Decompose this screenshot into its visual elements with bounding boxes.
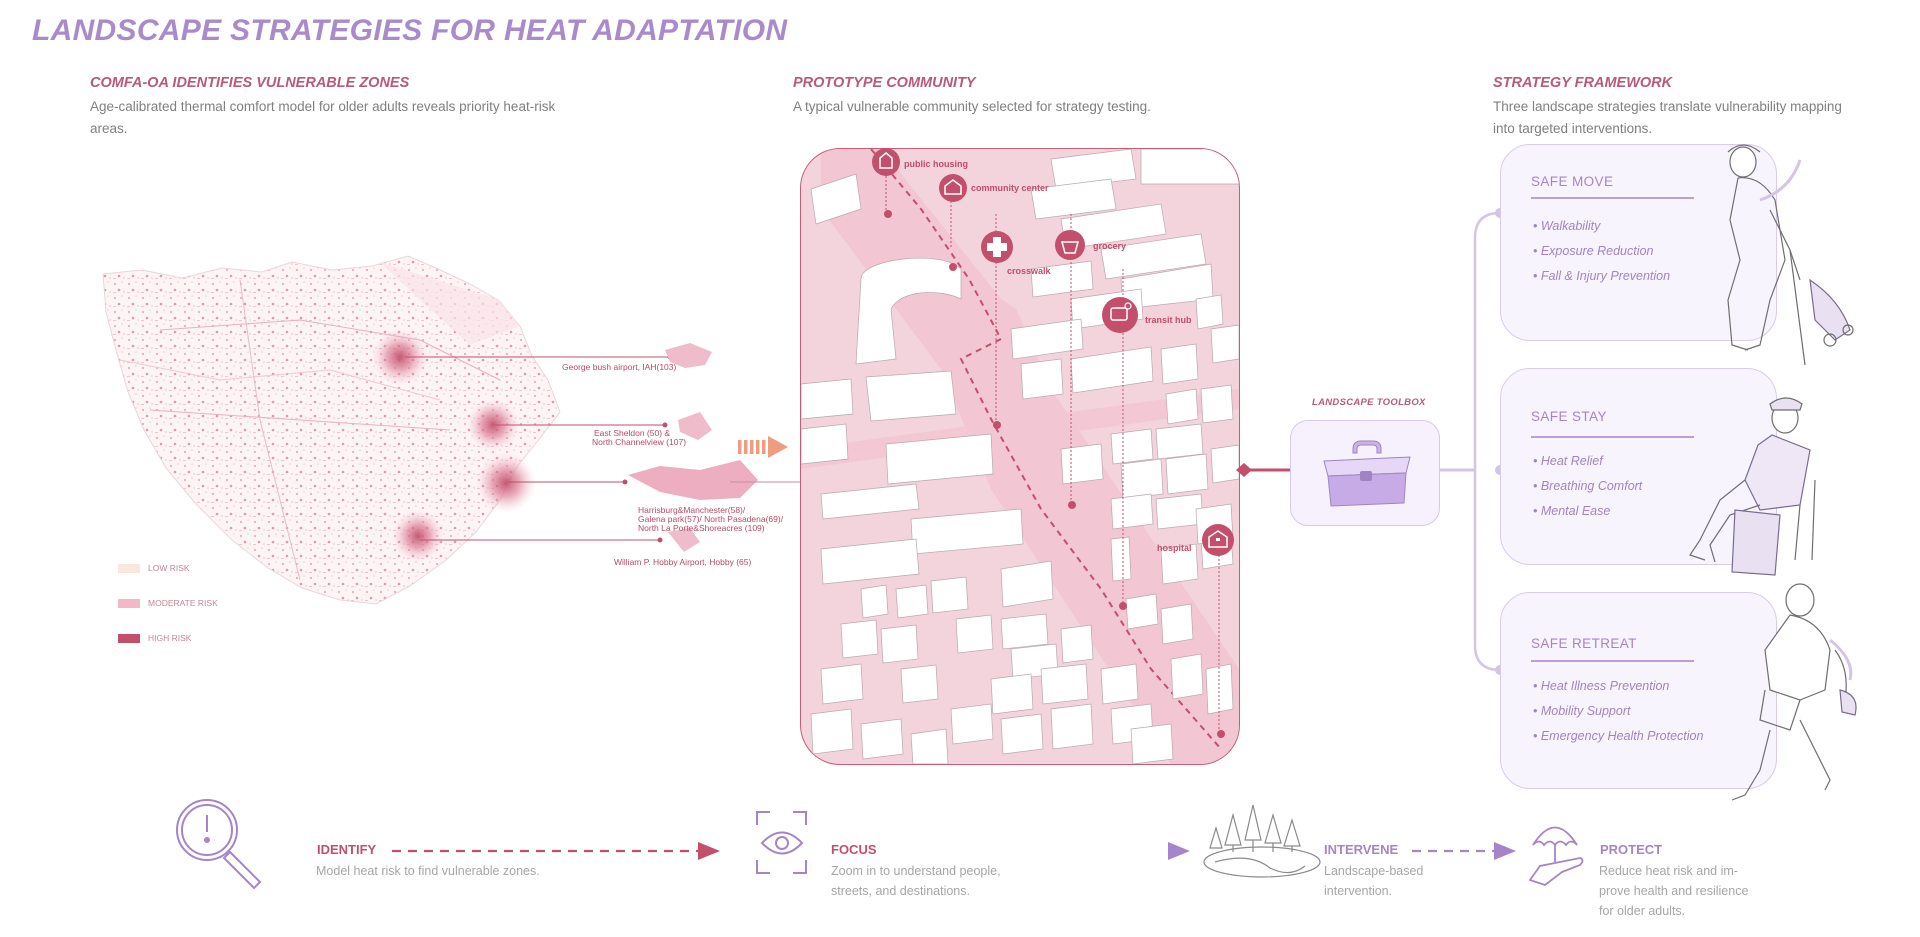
step-desc-intervene-line1: Landscape-based [1324,864,1424,878]
step-desc-identify: Model heat risk to find vulnerable zones… [316,864,540,878]
zone-label-harrisburg-line1: Harrisburg&Manchester(58)/ [638,505,746,515]
poi-label-hospital: hospital [1157,543,1192,553]
prototype-section-title: PROTOTYPE COMMUNITY [793,75,976,91]
community-street-diagram [801,149,1239,764]
landscape-toolbox-card [1290,420,1440,526]
prototype-section-desc: A typical vulnerable community selected … [793,99,1151,114]
walking-elder-with-cart-icon [1727,144,1854,366]
flow-arrow-icon [738,436,788,458]
framework-section-desc-line1: Three landscape strategies translate vul… [1493,99,1842,114]
magnifier-alert-icon [176,799,262,890]
identify-section-desc-line1: Age-calibrated thermal comfort model for… [90,99,556,114]
focus-eye-icon [756,811,807,874]
zone-label-east-sheldon-line2: North Channelview (107) [592,437,687,447]
strategy-item: • Mental Ease [1533,504,1611,518]
step-label-protect: PROTECT [1600,842,1663,857]
identify-section-header: COMFA-OA IDENTIFIES VULNERABLE ZONES Age… [90,75,650,140]
strategy-item: • Exposure Reduction [1533,244,1654,258]
toolbox-label: LANDSCAPE TOOLBOX [1312,397,1426,408]
strategy-card-safe-move: SAFE MOVE • Walkability • Exposure Reduc… [1500,144,1777,341]
framework-section-desc-line2: into targeted interventions. [1493,121,1653,136]
step-desc-protect-line1: Reduce heat risk and im- [1599,864,1738,878]
strategy-item: • Heat Illness Prevention [1533,679,1670,693]
strategy-card-safe-retreat: SAFE RETREAT • Heat Illness Prevention •… [1500,592,1777,789]
step-desc-intervene-line2: intervention. [1324,884,1393,898]
step-desc-protect-line3: for older adults. [1599,904,1686,918]
hand-umbrella-icon [1528,826,1584,887]
strategy-item: • Walkability [1533,219,1601,233]
poi-label-community-center: community center [971,183,1049,193]
map-legend: LOW RISK MODERATE RISK HIGH RISK [118,563,218,643]
poi-label-transit-hub: transit hub [1145,315,1192,325]
poi-label-public-housing: public housing [904,159,968,169]
legend-swatch-high [118,633,140,643]
zone-label-iah: George bush airport, IAH(103) [562,362,677,372]
strategy-item: • Emergency Health Protection [1533,729,1704,743]
legend-item-high: HIGH RISK [118,633,218,643]
prototype-section-header: PROTOTYPE COMMUNITY A typical vulnerable… [793,75,1293,118]
strategy-item: • Mobility Support [1533,704,1631,718]
landscape-trees-icon [1203,804,1321,878]
strategy-item: • Breathing Comfort [1533,479,1643,493]
framework-section-header: STRATEGY FRAMEWORK Three landscape strat… [1493,75,1913,140]
zone-label-harrisburg-line3: North La Porte&Shoreacres (109) [638,523,765,533]
legend-item-low: LOW RISK [118,563,218,573]
legend-label-moderate: MODERATE RISK [148,598,218,608]
identify-section-desc-line2: areas. [90,121,128,136]
framework-section-title: STRATEGY FRAMEWORK [1493,75,1673,91]
county-outline [102,255,561,605]
identify-section-title: COMFA-OA IDENTIFIES VULNERABLE ZONES [90,75,410,91]
legend-label-high: HIGH RISK [148,633,192,643]
toolbox-icon [1323,440,1411,507]
seated-elder-icon [1689,397,1816,576]
zone-label-harrisburg-line2: Galena park(57)/ North Pasadena(69)/ [638,514,784,524]
legend-swatch-low [118,563,140,573]
strategy-card-safe-stay: SAFE STAY • Heat Relief • Breathing Comf… [1500,368,1777,565]
strategy-rule [1531,660,1694,662]
poi-label-grocery: grocery [1093,241,1127,251]
legend-label-low: LOW RISK [148,563,190,573]
step-desc-focus-line1: Zoom in to understand people, [831,864,1001,878]
poi-label-crosswalk: crosswalk [1007,266,1051,276]
strategy-title-safe-retreat: SAFE RETREAT [1531,636,1637,651]
strategy-title-safe-move: SAFE MOVE [1531,174,1614,189]
zone-label-hobby: William P. Hobby Airport, Hobby (65) [614,557,752,567]
strategy-rule [1531,436,1694,438]
step-label-identify: IDENTIFY [317,842,377,857]
prototype-community-map [800,148,1240,765]
step-desc-protect-line2: prove health and resilience [1599,884,1749,898]
strategy-rule [1531,197,1694,199]
legend-item-moderate: MODERATE RISK [118,598,218,608]
strategy-item: • Heat Relief [1533,454,1603,468]
zone-label-east-sheldon-line1: East Sheldon (50) & [594,428,671,438]
step-label-intervene: INTERVENE [1324,842,1399,857]
step-desc-focus-line2: streets, and destinations. [831,884,970,898]
page-title: LANDSCAPE STRATEGIES FOR HEAT ADAPTATION [32,14,788,47]
strategy-title-safe-stay: SAFE STAY [1531,409,1607,424]
strategy-item: • Fall & Injury Prevention [1533,269,1671,283]
elder-walking-away-icon [1731,583,1857,801]
legend-swatch-moderate [118,598,140,608]
step-label-focus: FOCUS [831,842,877,857]
